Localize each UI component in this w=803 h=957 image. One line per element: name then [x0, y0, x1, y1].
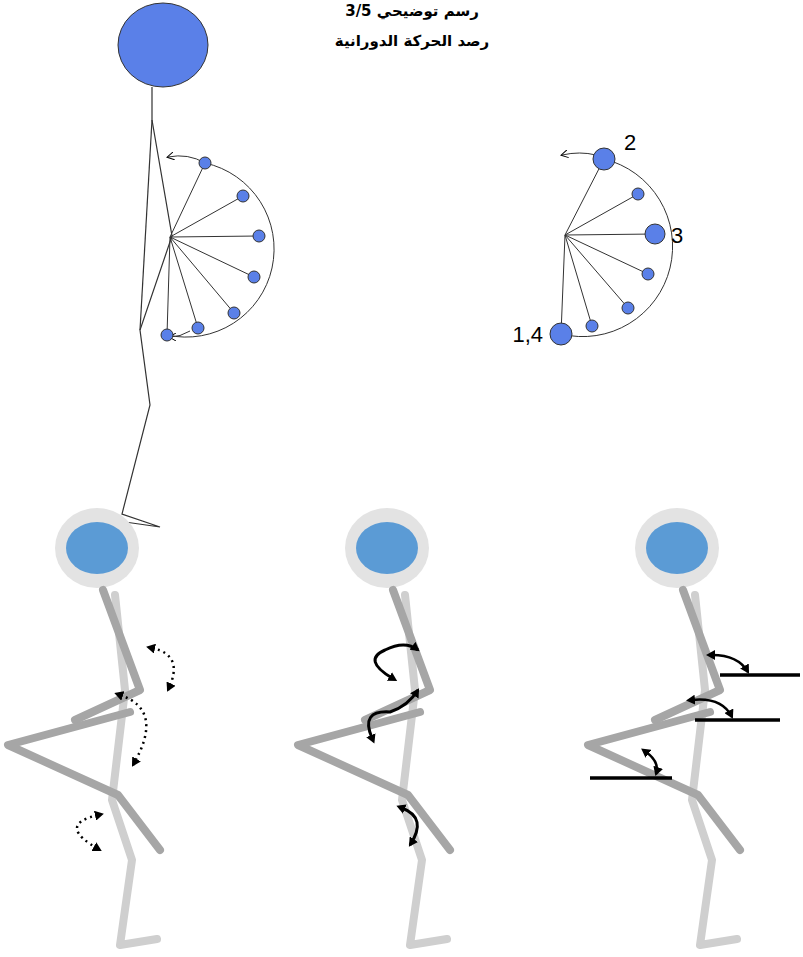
figure-title: رصد الحركة الدورانية: [335, 32, 489, 50]
callout-number: 3: [671, 223, 683, 249]
rotation-positions-arc: [550, 148, 673, 345]
callout-number: 1,4: [512, 322, 543, 348]
arm-rotation-arc: [161, 156, 274, 341]
standing-figure: [118, 3, 208, 527]
bent-figure: [588, 508, 800, 945]
figure-number: رسم توضيحي 3/5: [345, 2, 479, 20]
callout-number: 2: [624, 130, 636, 156]
bent-figure: [8, 508, 174, 945]
bent-figure: [298, 508, 450, 945]
